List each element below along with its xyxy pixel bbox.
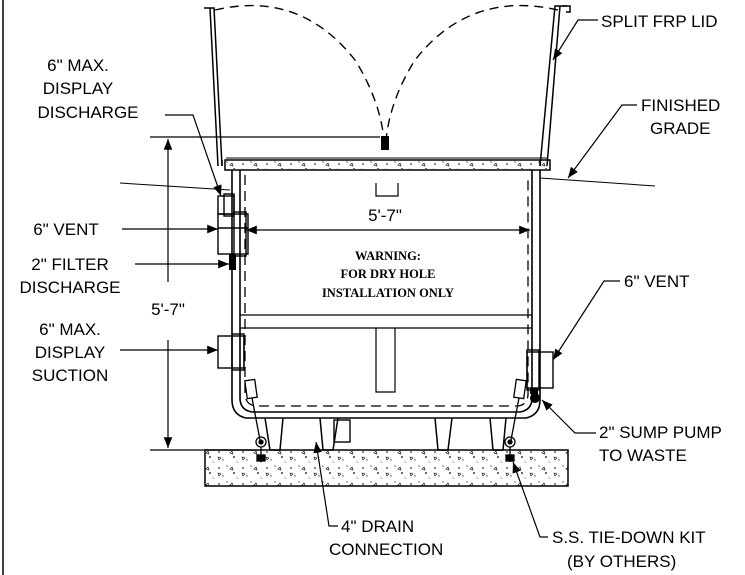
label-display-suction-2: DISPLAY xyxy=(35,343,106,362)
suction-fitting xyxy=(217,333,245,371)
height-dimension-label: 5'-7" xyxy=(151,300,185,319)
label-sump-pump-2: TO WASTE xyxy=(599,446,687,465)
grade-line-right xyxy=(539,177,656,187)
sump-pump-fitting xyxy=(530,388,540,403)
label-vent-right: 6" VENT xyxy=(624,272,690,291)
label-tie-down-1: S.S. TIE-DOWN KIT xyxy=(552,528,706,547)
drain-connection-fitting xyxy=(333,419,351,443)
width-dimension-label: 5'-7" xyxy=(368,206,402,225)
top-rim xyxy=(224,157,551,171)
label-drain-2: CONNECTION xyxy=(329,540,443,559)
label-lid: SPLIT FRP LID xyxy=(601,12,718,31)
tie-down-left xyxy=(244,378,267,462)
support-legs xyxy=(264,417,507,451)
height-dimension xyxy=(150,136,380,451)
label-sump-pump-1: 2" SUMP PUMP xyxy=(599,423,722,442)
label-drain-1: 4" DRAIN xyxy=(341,517,414,536)
label-display-suction-1: 6" MAX. xyxy=(39,320,101,339)
grade-line-left xyxy=(119,182,231,191)
basin-walls xyxy=(231,170,541,419)
label-display-suction-3: SUCTION xyxy=(32,366,109,385)
tie-down-right xyxy=(504,378,527,462)
label-tie-down-2: (BY OTHERS) xyxy=(567,552,676,571)
warning-line-3: INSTALLATION ONLY xyxy=(322,286,454,300)
split-frp-lid xyxy=(204,5,571,167)
warning-line-1: WARNING: xyxy=(355,249,421,263)
filter-discharge-fitting xyxy=(229,254,236,270)
warning-line-2: FOR DRY HOLE xyxy=(341,267,436,281)
label-display-discharge-2: DISPLAY xyxy=(43,79,114,98)
lid-swing-arcs xyxy=(214,4,559,141)
label-display-discharge-3: DISCHARGE xyxy=(37,103,138,122)
label-vent-left: 6" VENT xyxy=(33,220,99,239)
label-display-discharge-1: 6" MAX. xyxy=(47,56,109,75)
lid-latch xyxy=(381,136,389,150)
inner-liner xyxy=(244,175,529,407)
vent-fitting-left xyxy=(217,211,249,257)
label-filter-discharge-2: DISCHARGE xyxy=(19,278,120,297)
leader-lines xyxy=(120,19,637,538)
internal-structure xyxy=(240,183,532,393)
label-finished-grade-2: GRADE xyxy=(650,119,710,138)
label-filter-discharge-1: 2" FILTER xyxy=(31,255,109,274)
label-finished-grade-1: FINISHED xyxy=(641,96,720,115)
